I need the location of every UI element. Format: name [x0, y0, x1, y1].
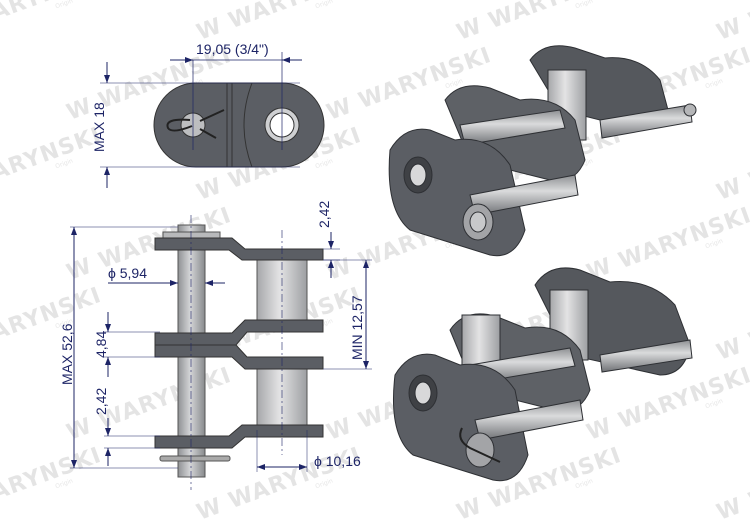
svg-text:W WARYNSKI: W WARYNSKI	[714, 443, 750, 526]
connecting-link-3d-bottom	[392, 267, 693, 482]
svg-text:Origin: Origin	[314, 0, 334, 10]
height-dimension: MAX 18	[91, 102, 107, 152]
svg-text:W WARYNSKI: W WARYNSKI	[0, 443, 105, 526]
svg-text:Origin: Origin	[574, 0, 594, 10]
svg-text:W WARYNSKI: W WARYNSKI	[714, 123, 750, 206]
connecting-link-3d-top	[388, 45, 697, 257]
pin-diameter-dimension: ϕ 5,94	[108, 265, 147, 281]
svg-text:W WARYNSKI: W WARYNSKI	[584, 363, 750, 446]
roller-diameter-dimension: ϕ 10,16	[314, 453, 361, 469]
svg-text:W WARYNSKI: W WARYNSKI	[454, 0, 625, 46]
svg-text:Origin: Origin	[54, 0, 74, 10]
svg-text:W WARYNSKI: W WARYNSKI	[0, 0, 105, 46]
svg-text:W WARYNSKI: W WARYNSKI	[64, 363, 235, 446]
inner-width-dimension: MIN 12,57	[349, 295, 365, 360]
overall-width-dimension: MAX 52,6	[59, 323, 75, 385]
cotter-pin-icon	[459, 427, 501, 463]
bottom-plate-thickness-dimension: 2,42	[93, 388, 109, 415]
pitch-dimension: 19,05 (3/4")	[196, 41, 269, 57]
svg-text:W WARYNSKI: W WARYNSKI	[714, 0, 750, 46]
svg-text:W WARYNSKI: W WARYNSKI	[0, 123, 105, 206]
middle-gap-dimension: 4,84	[93, 331, 109, 358]
cotter-pin	[159, 455, 231, 462]
top-plate-thickness-dimension: 2,42	[316, 201, 332, 228]
side-view: ϕ 5,94 MAX 52,6 4,84 2,42 2,42 MIN 12,57	[59, 201, 372, 490]
svg-text:W WARYNSKI: W WARYNSKI	[714, 283, 750, 366]
svg-text:W WARYNSKI: W WARYNSKI	[0, 283, 105, 366]
svg-text:W WARYNSKI: W WARYNSKI	[194, 0, 365, 46]
svg-text:W WARYNSKI: W WARYNSKI	[584, 203, 750, 286]
cotter-pin-icon	[166, 118, 193, 132]
top-view: 19,05 (3/4") MAX 18	[91, 41, 325, 188]
